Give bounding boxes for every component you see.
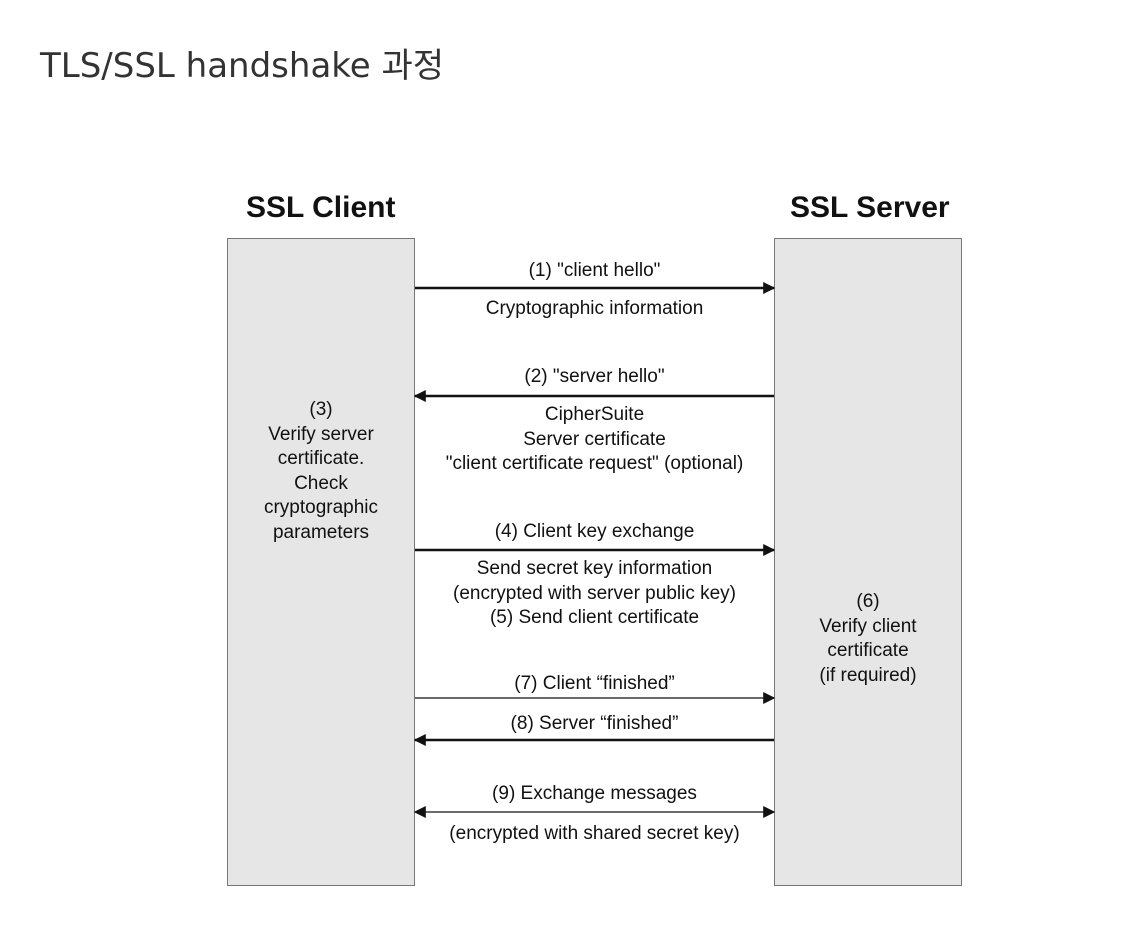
- page-title: TLS/SSL handshake 과정: [40, 46, 445, 86]
- server-note-line: certificate: [827, 640, 909, 661]
- client-note-line: (3): [309, 399, 333, 420]
- server-note-line: (if required): [819, 664, 917, 686]
- client-note-line: Verify server: [268, 423, 374, 445]
- ssl-client-lane: [227, 238, 415, 886]
- detail-line: Server certificate: [523, 428, 666, 450]
- detail-line: (encrypted with shared secret key): [449, 823, 740, 844]
- client-verify-note: (3) Verify server certificate. Check cry…: [227, 398, 415, 545]
- msg-client-key-exchange-details: Send secret key information (encrypted w…: [415, 557, 774, 631]
- ssl-server-lane: [774, 238, 962, 886]
- msg-exchange-messages-details: (encrypted with shared secret key): [415, 822, 774, 847]
- detail-line: CipherSuite: [544, 404, 645, 425]
- server-note-line: (6): [856, 591, 880, 612]
- detail-line: Send secret key information: [476, 558, 713, 579]
- ssl-server-heading: SSL Server: [790, 191, 950, 224]
- detail-line: (5) Send client certificate: [489, 607, 700, 628]
- detail-line: Cryptographic information: [485, 298, 704, 319]
- server-verify-note: (6) Verify client certificate (if requir…: [774, 590, 962, 688]
- client-note-line: Check: [294, 472, 348, 494]
- detail-line: "client certificate request" (optional): [445, 453, 744, 474]
- msg-client-hello-details: Cryptographic information: [415, 297, 774, 322]
- client-note-line: certificate.: [277, 448, 365, 469]
- client-note-line: parameters: [272, 521, 370, 543]
- msg-server-hello-label: (2) "server hello": [524, 366, 665, 387]
- msg-server-finished-label: (8) Server “finished”: [510, 713, 679, 734]
- msg-client-key-exchange-label: (4) Client key exchange: [494, 521, 695, 542]
- server-note-line: Verify client: [819, 615, 917, 637]
- msg-server-hello-details: CipherSuite Server certificate "client c…: [415, 403, 774, 477]
- detail-line: (encrypted with server public key): [453, 582, 736, 604]
- ssl-client-heading: SSL Client: [246, 191, 396, 224]
- client-note-line: cryptographic: [263, 497, 379, 518]
- msg-client-finished-label: (7) Client “finished”: [514, 673, 675, 694]
- msg-client-hello-label: (1) "client hello": [528, 260, 661, 281]
- msg-exchange-messages-label: (9) Exchange messages: [492, 783, 697, 804]
